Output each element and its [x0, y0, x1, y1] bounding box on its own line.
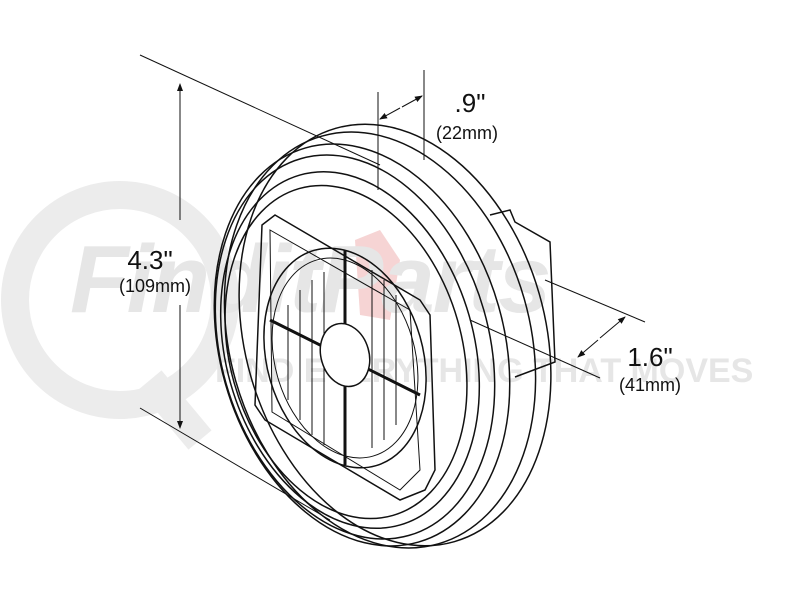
watermark-brand: FinditParts [70, 226, 551, 333]
extension-lines [139, 54, 646, 521]
dimension-arrows [177, 83, 626, 429]
lens [263, 247, 427, 469]
watermark-tagline: FIND EVERYTHING THAT MOVES [215, 352, 754, 390]
lens-frame [254, 214, 436, 501]
front-depth-mm: (22mm) [436, 123, 498, 143]
front-depth-inches: .9" [454, 88, 486, 118]
front-depth-label: .9" [440, 90, 500, 116]
back-depth-inches: 1.6" [627, 342, 673, 372]
diameter-inches: 4.3" [127, 245, 173, 275]
diameter-mm: (109mm) [118, 276, 191, 296]
lamp-housing [213, 123, 556, 549]
back-depth-mm: (41mm) [619, 375, 681, 395]
